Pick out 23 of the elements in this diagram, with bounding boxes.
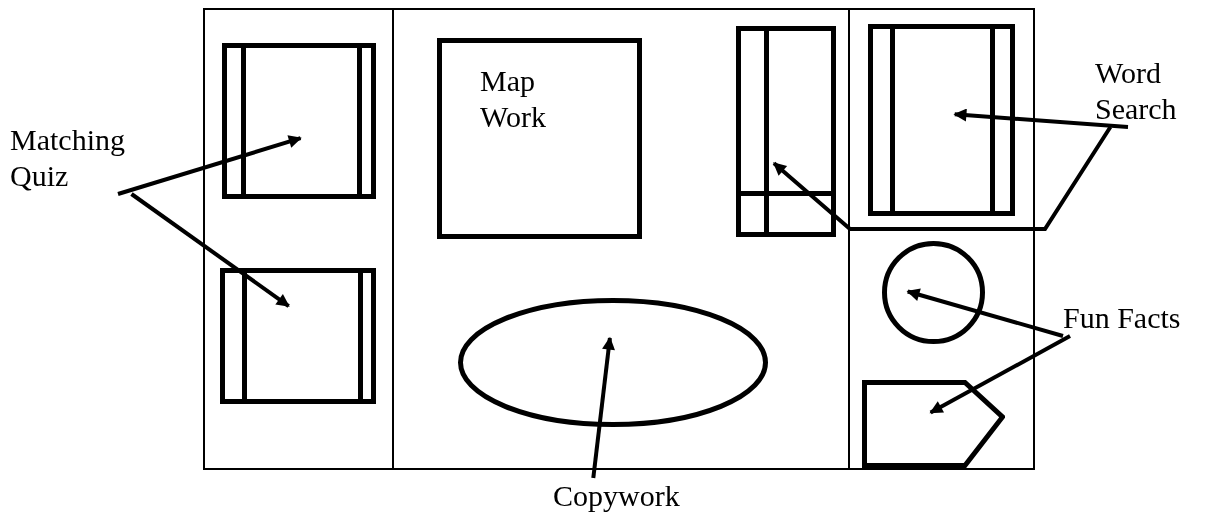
arrow bbox=[906, 288, 1064, 338]
box-label: Map Work bbox=[480, 63, 547, 135]
section-panel bbox=[392, 8, 850, 470]
book-drawing bbox=[736, 26, 836, 237]
book-drawing bbox=[220, 268, 376, 404]
callout-label: Matching Quiz bbox=[10, 122, 126, 194]
section-panel bbox=[848, 8, 1035, 470]
map-box bbox=[437, 38, 642, 239]
callout-label: Copywork bbox=[553, 478, 681, 514]
pentagon-shape bbox=[862, 380, 1005, 468]
callout-label: Word Search bbox=[1095, 55, 1178, 127]
arrow bbox=[117, 135, 302, 196]
callout-label: Fun Facts bbox=[1063, 300, 1182, 336]
arrow bbox=[591, 336, 615, 479]
ellipse-shape bbox=[458, 298, 768, 427]
book-drawing bbox=[868, 24, 1015, 216]
section-panel bbox=[203, 8, 394, 470]
arrow bbox=[953, 108, 1129, 129]
book-drawing bbox=[222, 43, 376, 199]
arrow bbox=[929, 334, 1071, 415]
arrow bbox=[130, 192, 290, 308]
arrow bbox=[772, 125, 1113, 231]
circle-shape bbox=[882, 241, 985, 344]
